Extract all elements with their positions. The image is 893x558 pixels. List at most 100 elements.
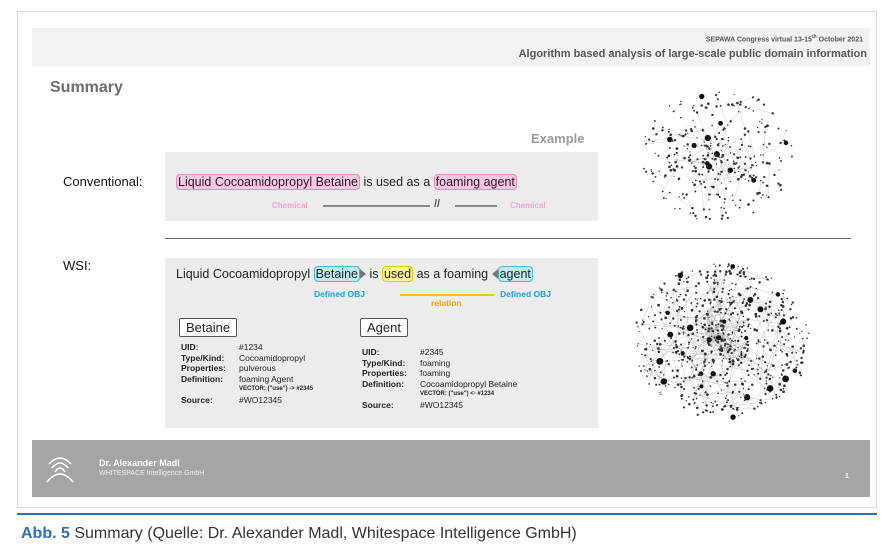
network-node	[672, 317, 675, 320]
network-node	[679, 207, 681, 210]
network-node	[663, 176, 665, 178]
network-node	[712, 306, 715, 309]
network-node	[730, 404, 733, 407]
network-node	[711, 185, 715, 189]
network-node	[734, 348, 737, 351]
arrow-left-icon	[491, 269, 498, 279]
network-node	[714, 265, 717, 268]
network-node	[694, 392, 698, 395]
network-node	[778, 382, 781, 386]
network-edge	[758, 341, 780, 378]
network-edge	[728, 164, 753, 173]
network-node	[694, 126, 696, 128]
network-node	[742, 321, 745, 324]
network-node	[747, 297, 754, 303]
network-node	[709, 338, 711, 341]
network-node	[702, 411, 705, 414]
network-node	[672, 376, 676, 379]
network-node	[782, 314, 785, 317]
network-edge	[723, 326, 737, 359]
network-node	[724, 342, 727, 346]
network-node	[724, 312, 727, 315]
section-divider	[165, 238, 851, 239]
network-node	[737, 415, 740, 417]
network-edge	[729, 270, 742, 303]
network-edge	[705, 363, 734, 393]
network-node	[711, 365, 713, 368]
network-node	[782, 292, 784, 295]
wsi-as-foaming: as a foaming	[413, 267, 492, 281]
network-edge	[705, 377, 711, 393]
network-node	[775, 396, 778, 398]
network-node	[683, 281, 685, 283]
network-node	[687, 341, 691, 344]
network-node	[707, 152, 709, 154]
network-node	[650, 306, 653, 308]
network-edge	[699, 174, 705, 183]
network-node	[785, 363, 789, 366]
network-node	[774, 312, 777, 315]
network-node	[724, 143, 726, 145]
network-node	[778, 314, 780, 316]
network-edge	[732, 296, 742, 312]
network-node	[765, 306, 767, 308]
network-node	[740, 138, 743, 141]
network-node	[698, 310, 701, 313]
network-node	[742, 270, 746, 274]
network-node	[703, 158, 706, 161]
network-node	[678, 305, 681, 308]
network-node	[766, 194, 768, 196]
network-node	[676, 159, 678, 161]
network-node	[707, 135, 710, 138]
network-node	[783, 289, 785, 291]
network-edge	[748, 375, 777, 395]
network-edge	[747, 348, 766, 363]
network-node	[723, 282, 725, 284]
network-node	[652, 349, 654, 352]
network-node	[713, 287, 716, 290]
caption-text: Summary (Quelle: Dr. Alexander Madl, Whi…	[69, 525, 577, 542]
network-node	[780, 189, 783, 192]
network-edge	[723, 384, 753, 407]
network-node	[693, 401, 696, 404]
network-node	[767, 313, 770, 317]
network-node	[795, 316, 798, 319]
network-node	[705, 276, 708, 280]
network-node	[651, 364, 654, 366]
network-node	[738, 355, 741, 358]
network-node	[805, 324, 807, 326]
network-node	[753, 155, 756, 158]
network-edge	[756, 301, 771, 331]
network-node	[723, 201, 726, 204]
network-edge	[714, 171, 722, 180]
network-node	[646, 375, 648, 378]
network-node	[715, 163, 718, 165]
betaine-card-title: Betaine	[179, 318, 238, 337]
network-edge	[650, 358, 662, 383]
network-node	[725, 270, 728, 274]
network-node	[638, 365, 640, 367]
network-node	[678, 353, 681, 356]
network-node	[746, 349, 749, 353]
network-edge	[681, 398, 708, 411]
network-node	[667, 136, 673, 143]
network-node	[709, 193, 711, 196]
network-node	[752, 109, 755, 112]
network-node	[801, 337, 804, 340]
network-node	[790, 155, 793, 158]
network-node	[685, 399, 688, 402]
network-node	[732, 340, 735, 343]
chemical-left-label: Chemical	[272, 201, 308, 210]
network-node	[701, 128, 704, 132]
network-node	[716, 340, 720, 344]
defined-obj-left: Defined OBJ	[314, 289, 366, 299]
network-node	[719, 270, 722, 273]
network-edge	[738, 171, 754, 176]
network-edge	[760, 142, 787, 156]
network-node	[706, 338, 709, 341]
network-node	[710, 277, 713, 279]
network-node	[752, 211, 755, 214]
network-node	[786, 297, 789, 300]
network-node	[657, 303, 660, 307]
network-edge	[703, 336, 705, 362]
